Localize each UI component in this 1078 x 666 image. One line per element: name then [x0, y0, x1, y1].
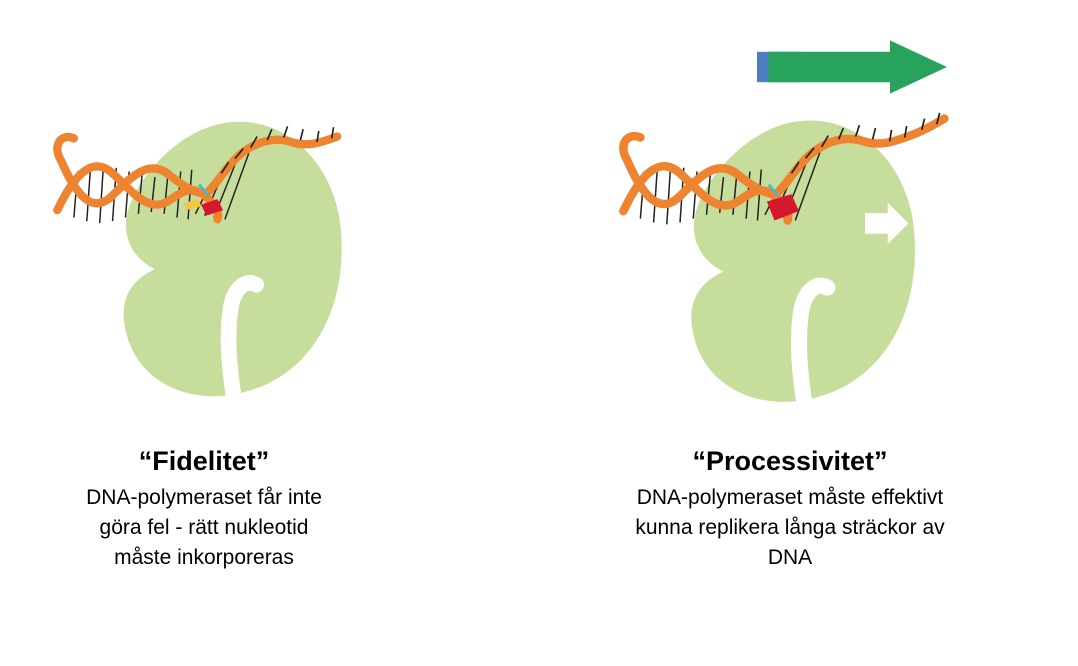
processivity-title: “Processivitet” [692, 446, 888, 476]
processivity-illustration [612, 94, 952, 415]
caption-line: DNA-polymeraset får inte [86, 486, 322, 509]
caption-line: kunna replikera långa sträckor av [635, 516, 945, 539]
caption-line: DNA-polymeraset måste effektivt [636, 486, 944, 509]
fidelity-caption-block: “Fidelitet” DNA-polymeraset får inte gör… [28, 444, 380, 573]
green-right-arrow [757, 40, 947, 94]
red-nucleotide [200, 199, 224, 216]
template-strand-ticks [790, 112, 941, 174]
dna-polymerase-icon [53, 121, 342, 409]
fidelity-title: “Fidelitet” [138, 446, 270, 476]
dna-helix [619, 114, 949, 225]
dna-helix [53, 132, 342, 224]
arrow-green-body [768, 40, 947, 94]
forward-direction-arrow-icon [757, 40, 947, 94]
fidelity-illustration [46, 96, 378, 409]
caption-line: måste inkorporeras [114, 546, 294, 569]
cyan-nucleotide [767, 183, 780, 197]
processivity-caption-block: “Processivitet” DNA-polymeraset måste ef… [572, 444, 1008, 573]
active-site-nucleotides [184, 183, 224, 216]
dna-polymerase-icon [619, 112, 949, 415]
template-strand [202, 132, 342, 198]
caption-line: DNA [767, 546, 813, 569]
yellow-nucleotide [184, 199, 201, 211]
polymerase-cleft [790, 277, 836, 415]
cyan-nucleotide [198, 183, 210, 197]
template-strand-ticks [220, 126, 335, 174]
movement-arrow-icon [865, 202, 909, 245]
caption-line: göra fel - rätt nukleotid [99, 516, 309, 539]
active-site-nucleotides [766, 183, 799, 221]
template-strand [772, 114, 949, 199]
polymerase-cleft [220, 275, 265, 409]
red-nucleotide [766, 194, 799, 221]
